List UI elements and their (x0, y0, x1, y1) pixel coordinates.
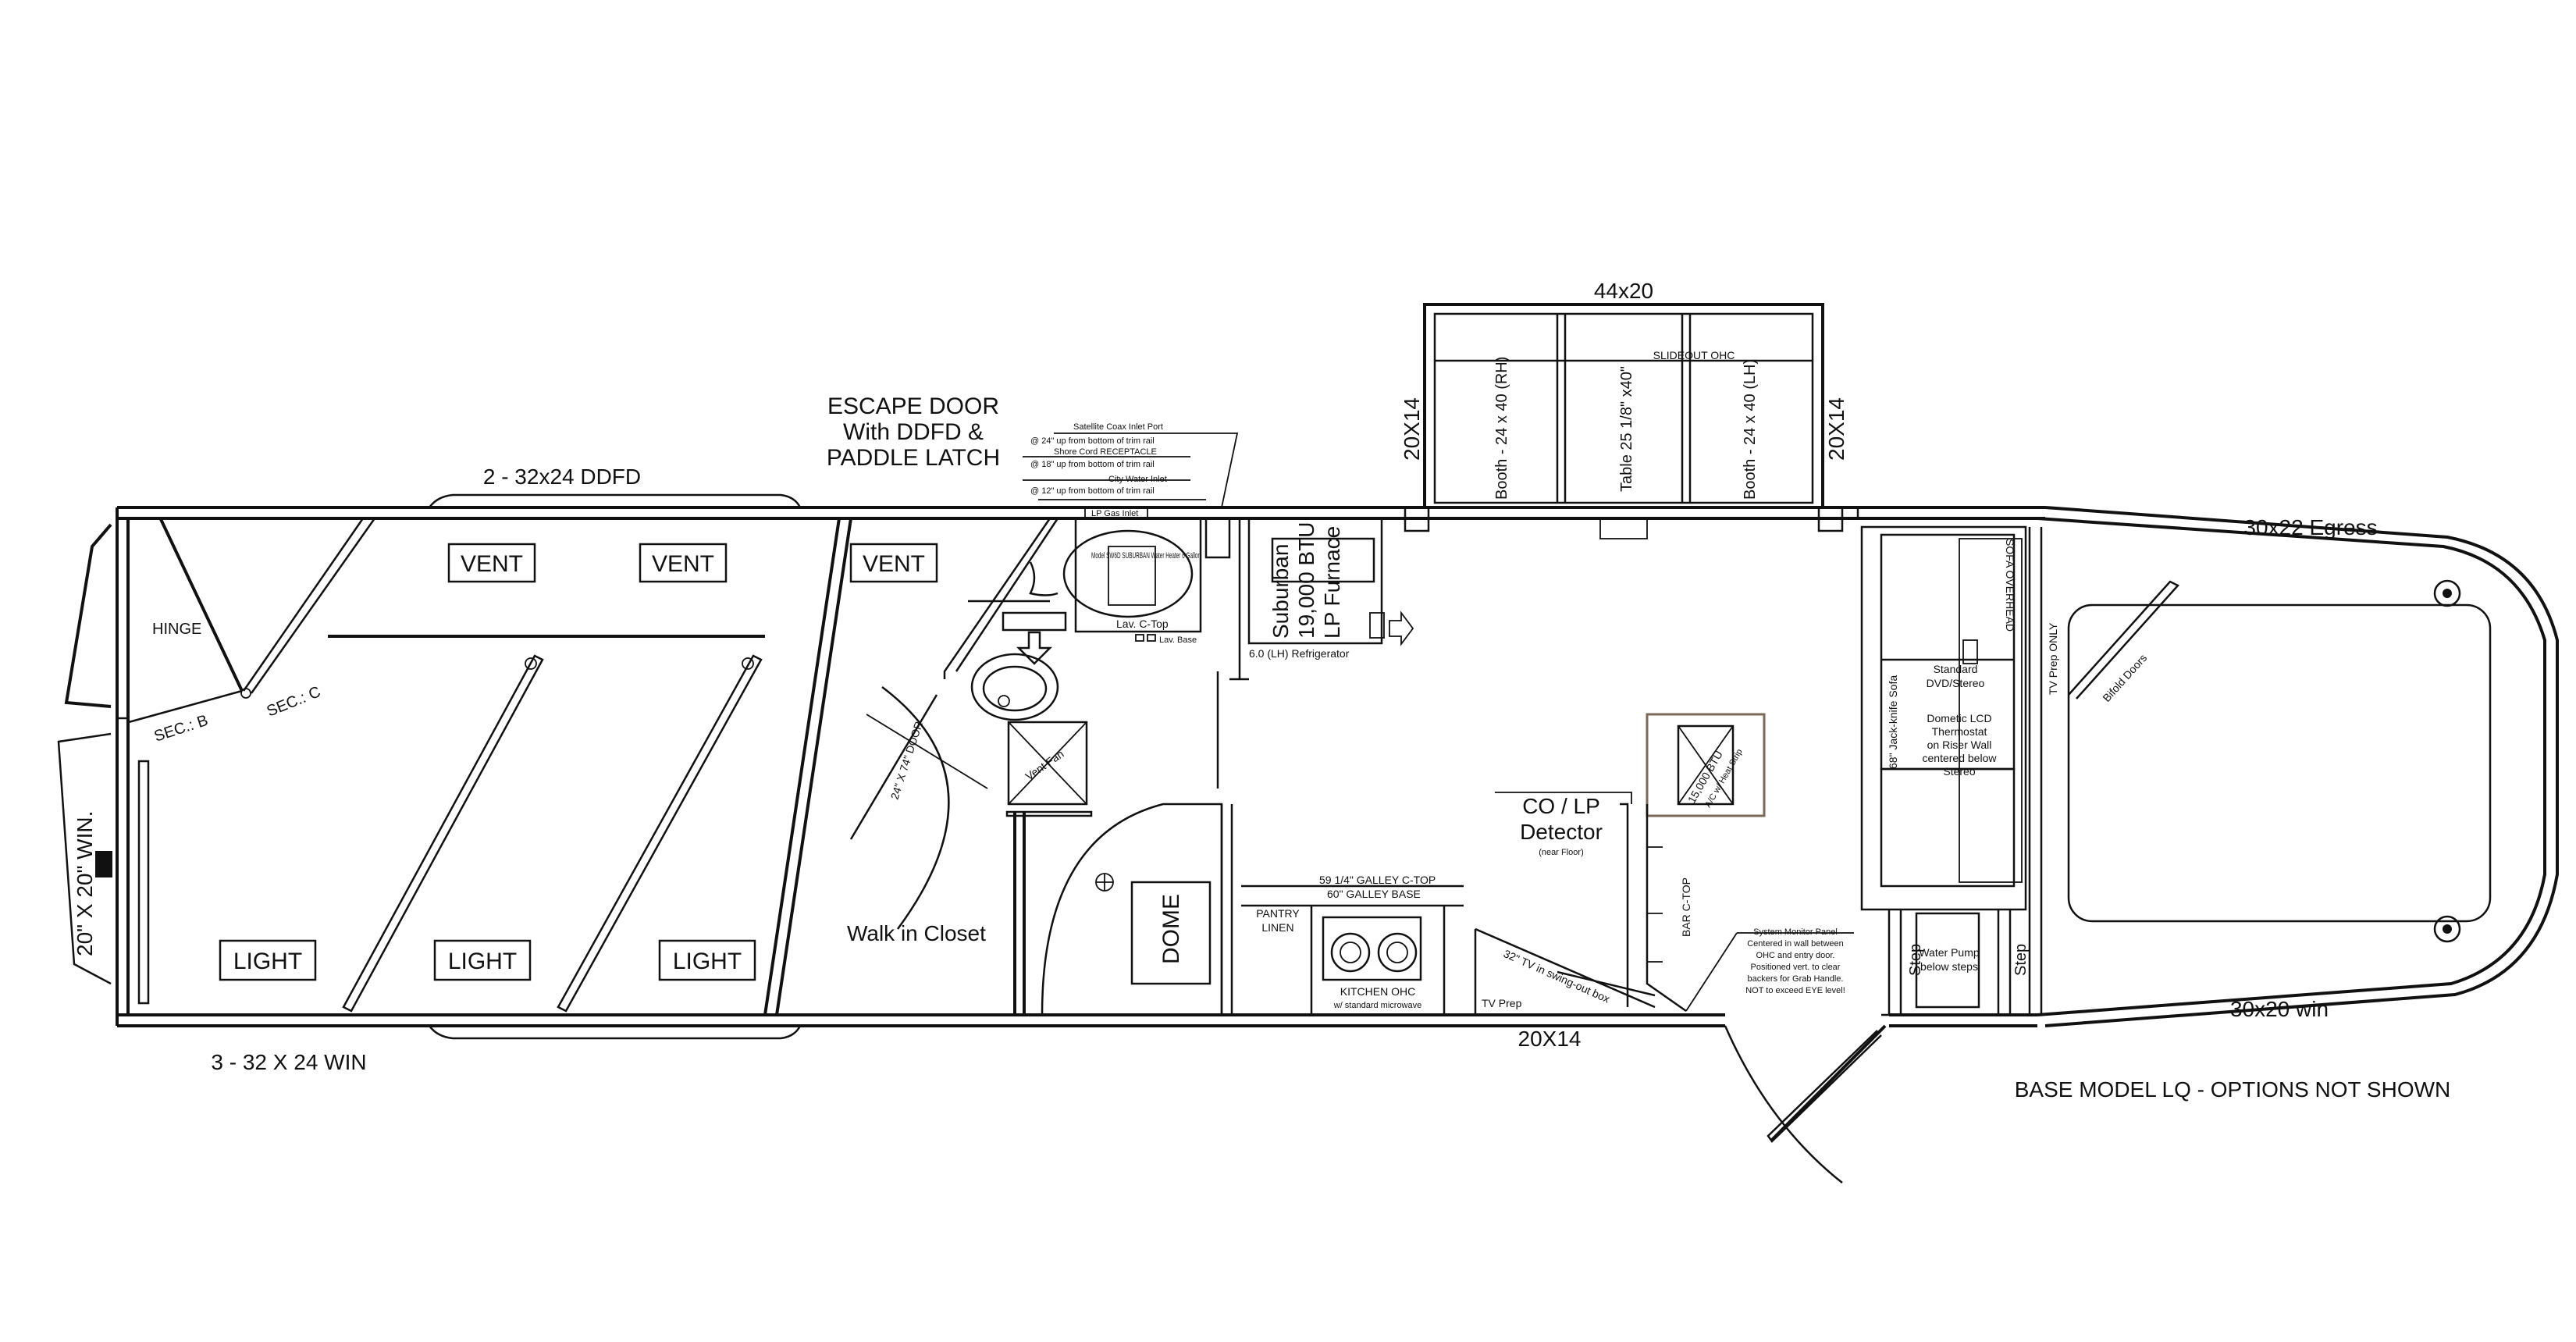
sec-c-label: SEC.: C (265, 683, 323, 720)
step-label-left: Step (1907, 944, 1924, 976)
shore-cord-height-label: @ 18" up from bottom of trim rail (1030, 460, 1155, 469)
escape-door-label-1: ESCAPE DOOR (827, 393, 999, 419)
walk-in-closet-label: Walk in Closet (847, 921, 986, 945)
lounge-sofa (1860, 525, 2492, 1015)
light-box-3 (658, 939, 756, 981)
furnace-label-1: Suburban (1268, 544, 1293, 639)
nose-window-label: 30x20 win (2230, 997, 2329, 1021)
linen-label: LINEN (1261, 921, 1293, 934)
door-size-label: 24" X 74" DOOR (888, 720, 925, 801)
thermostat-line-3: on Riser Wall (1927, 739, 1992, 751)
step-label-right: Step (2012, 944, 2030, 976)
dvd-label-2: DVD/Stereo (1927, 677, 1985, 689)
sofa-label: 68" Jack-knife Sofa (1887, 675, 1899, 769)
side-window-label: 20" X 20" WIN. (73, 811, 97, 956)
light-box-1 (219, 939, 317, 981)
ddfd-label: 2 - 32x24 DDFD (483, 465, 641, 489)
sat-coax-height-label: @ 24" up from bottom of trim rail (1030, 436, 1155, 446)
co-lp-label-1: CO / LP (1522, 794, 1600, 818)
booth-rh-label: Booth - 24 x 40 (RH) (1493, 357, 1510, 500)
sys-monitor-line-5: backers for Grab Handle. (1748, 974, 1844, 984)
thermostat-line-2: Thermostat (1932, 725, 1987, 738)
entry-door (1724, 1013, 1893, 1184)
galley-base-label: 60" GALLEY BASE (1327, 888, 1421, 900)
vent-boxes (219, 543, 938, 981)
hinge-label: HINGE (152, 621, 201, 638)
dvd-label-1: Standard (1934, 663, 1978, 675)
sys-monitor-line-4: Positioned vert. to clear (1751, 963, 1841, 972)
vent-fan-label: Vent Fan (1023, 747, 1066, 782)
kitchen-ohc-sub-label: w/ standard microwave (1333, 1001, 1422, 1010)
entry-window-label: 20X14 (1518, 1027, 1582, 1051)
table-label: Table 25 1/8" x40" (1618, 366, 1635, 492)
sys-monitor-line-1: System Monitor Panel (1753, 927, 1838, 937)
water-heater-label: Model SW6D SUBURBAN Water Heater 6 Gallo… (1091, 551, 1201, 561)
bottom-window-label: 3 - 32 X 24 WIN (211, 1050, 366, 1074)
base-model-note: BASE MODEL LQ - OPTIONS NOT SHOWN (2015, 1077, 2451, 1102)
slide-left-window-label: 20X14 (1400, 397, 1424, 461)
vent-label-1: VENT (461, 551, 523, 577)
thermostat-line-4: centered below (1923, 752, 1998, 764)
booth-lh-label: Booth - 24 x 40 (LH) (1742, 359, 1759, 500)
dome-label: DOME (1158, 894, 1184, 964)
sys-monitor-line-2: Centered in wall between (1747, 939, 1844, 949)
furnace-label-2: 19,000 BTU (1294, 522, 1318, 639)
vent-box-1 (447, 543, 536, 583)
galley-area (1241, 517, 1854, 1015)
kitchen-ohc-label: KITCHEN OHC (1340, 985, 1415, 998)
sat-coax-label: Satellite Coax Inlet Port (1073, 422, 1163, 432)
lav-ctop-label: Lav. C-Top (1116, 618, 1169, 630)
vent-box-2 (639, 543, 728, 583)
bifold-doors-label: Bifold Doors (2100, 652, 2149, 704)
bar-ctop-label: BAR C-TOP (1680, 877, 1692, 937)
utility-callouts (1023, 433, 1239, 508)
slide-out (1404, 303, 1859, 539)
furnace-label-3: LP Furnace (1320, 526, 1344, 639)
light-box-2 (433, 939, 532, 981)
water-pump-line-2: below steps (1920, 960, 1978, 973)
thermostat-line-1: Dometic LCD (1927, 712, 1991, 724)
stall-dividers (158, 517, 852, 1016)
escape-door-label-2: With DDFD & (843, 419, 984, 445)
bath-area (849, 507, 1249, 1016)
lp-gas-label: LP Gas Inlet (1091, 509, 1138, 518)
city-water-height-label: @ 12" up from bottom of trim rail (1030, 486, 1155, 496)
lav-base-label: Lav. Base (1159, 635, 1197, 645)
vent-box-3 (849, 543, 938, 583)
water-pump-line-1: Water Pump (1919, 946, 1979, 959)
refrigerator-label: 6.0 (LH) Refrigerator (1249, 647, 1350, 660)
sec-b-label: SEC.: B (152, 712, 210, 746)
sofa-overhead-label: SOFA OVERHEAD (2004, 539, 2016, 632)
slideout-ohc-label: SLIDEOUT OHC (1653, 349, 1735, 361)
vent-label-3: VENT (863, 551, 925, 577)
tv-prep-label: TV Prep (1482, 997, 1522, 1009)
shore-cord-label: Shore Cord RECEPTACLE (1054, 447, 1157, 457)
city-water-label: City Water Inlet (1108, 475, 1167, 484)
escape-door-label-3: PADDLE LATCH (827, 445, 1000, 471)
sys-monitor-line-6: NOT to exceed EYE level! (1745, 986, 1845, 995)
near-floor-label: (near Floor) (1539, 848, 1583, 857)
rear-door-area (57, 523, 243, 1005)
slide-right-window-label: 20X14 (1824, 397, 1848, 461)
light-label-1: LIGHT (233, 949, 302, 974)
sys-monitor-line-3: OHC and entry door. (1756, 951, 1835, 960)
labels: 2 - 32x24 DDFD 3 - 32 X 24 WIN ESCAPE DO… (73, 279, 2450, 1102)
thermostat-line-5: Stereo (1943, 765, 1975, 778)
tv-prep-only-label: TV Prep ONLY (2047, 622, 2059, 695)
light-label-3: LIGHT (673, 949, 742, 974)
slide-size-label: 44x20 (1594, 279, 1653, 303)
pantry-label: PANTRY (1256, 907, 1300, 920)
light-label-2: LIGHT (448, 949, 517, 974)
egress-window-label: 30x22 Egress (2243, 515, 2377, 539)
vent-label-2: VENT (652, 551, 714, 577)
co-lp-label-2: Detector (1520, 820, 1603, 844)
galley-ctop-label: 59 1/4" GALLEY C-TOP (1319, 874, 1436, 886)
